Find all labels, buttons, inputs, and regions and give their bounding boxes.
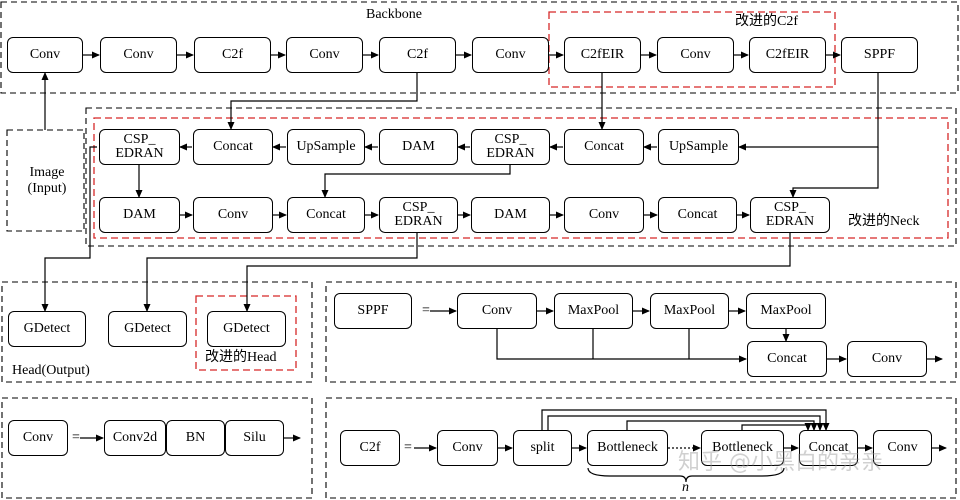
arrow xyxy=(541,409,830,431)
neck-csp-edran-3: CSP_ EDRAN xyxy=(379,197,458,233)
neck-upsample-2: UpSample xyxy=(658,129,739,165)
head-frame xyxy=(1,281,313,383)
image-input-label: Image (Input) xyxy=(27,165,67,196)
c2f-split: split xyxy=(513,430,572,466)
arrow xyxy=(547,415,824,431)
conv-conv2d: Conv2d xyxy=(104,420,166,456)
backbone-c2f-2: C2f xyxy=(379,37,456,73)
c2f-conv-2: Conv xyxy=(873,430,932,466)
arrow xyxy=(789,147,879,198)
arrow xyxy=(738,73,879,151)
head-gdetect-3: GDetect xyxy=(207,311,286,347)
neck-concat-2: Concat xyxy=(564,129,644,165)
backbone-c2f-1: C2f xyxy=(194,37,271,73)
neck-csp-edran-1: CSP_ EDRAN xyxy=(99,129,180,165)
head-gdetect-2: GDetect xyxy=(108,311,187,347)
c2f-equals: = xyxy=(404,440,412,455)
backbone-conv-3: Conv xyxy=(286,37,363,73)
conv-module-name: Conv xyxy=(8,420,68,456)
head-output-label: Head(Output) xyxy=(12,363,90,378)
neck-upsample-1: UpSample xyxy=(287,129,365,165)
backbone-conv-5: Conv xyxy=(657,37,734,73)
backbone-conv-2: Conv xyxy=(100,37,177,73)
sppf-module-frame xyxy=(325,281,957,383)
c2f-conv-1: Conv xyxy=(437,430,498,466)
sppf-concat: Concat xyxy=(747,341,827,377)
neck-conv-1: Conv xyxy=(193,197,273,233)
arrow xyxy=(227,73,418,130)
backbone-conv-4: Conv xyxy=(472,37,549,73)
arrow xyxy=(243,233,791,312)
backbone-c2feir-2: C2fEIR xyxy=(749,37,826,73)
backbone-c2feir-1: C2fEIR xyxy=(564,37,641,73)
improved-neck-label: 改进的Neck xyxy=(848,214,920,229)
sppf-maxpool-2: MaxPool xyxy=(650,293,729,329)
c2f-bottleneck-1: Bottleneck xyxy=(587,430,668,466)
backbone-frame xyxy=(0,1,959,94)
neck-concat-1: Concat xyxy=(193,129,273,165)
neck-conv-2: Conv xyxy=(564,197,644,233)
arrow xyxy=(321,165,511,198)
improved-c2f-label: 改进的C2f xyxy=(735,14,798,29)
neck-concat-3: Concat xyxy=(287,197,365,233)
neck-csp-edran-4: CSP_ EDRAN xyxy=(750,197,830,233)
neck-dam-3: DAM xyxy=(471,197,550,233)
n-brace xyxy=(587,467,785,483)
backbone-conv-1: Conv xyxy=(7,37,83,73)
sppf-module-name: SPPF xyxy=(334,293,412,329)
improved-head-label: 改进的Head xyxy=(205,350,277,365)
conv-module-frame xyxy=(1,397,313,499)
head-gdetect-1: GDetect xyxy=(8,311,86,347)
sppf-equals: = xyxy=(422,303,430,318)
sppf-maxpool-1: MaxPool xyxy=(554,293,633,329)
watermark: 知乎 @小黑白的亲亲 xyxy=(678,450,883,475)
arrow xyxy=(143,233,418,312)
arrow xyxy=(496,329,747,363)
conv-equals: = xyxy=(72,430,80,445)
n-label: n xyxy=(682,480,689,495)
improved-c2f-frame xyxy=(548,11,836,88)
arrow xyxy=(41,146,97,312)
sppf-conv-1: Conv xyxy=(457,293,537,329)
image-frame xyxy=(6,129,85,232)
backbone-label: Backbone xyxy=(366,7,422,22)
conv-bn: BN xyxy=(166,420,225,456)
c2f-concat: Concat xyxy=(799,430,858,466)
neck-concat-4: Concat xyxy=(658,197,737,233)
arrow xyxy=(741,423,812,431)
sppf-conv-2: Conv xyxy=(847,341,927,377)
neck-dam-2: DAM xyxy=(99,197,180,233)
c2f-module-name: C2f xyxy=(340,430,400,466)
c2f-bottleneck-2: Bottleneck xyxy=(701,430,784,466)
neck-dam-1: DAM xyxy=(379,129,458,165)
c2f-module-frame xyxy=(325,397,957,499)
neck-frame xyxy=(85,107,957,247)
improved-head-frame xyxy=(195,295,297,371)
sppf-maxpool-3: MaxPool xyxy=(746,293,826,329)
neck-csp-edran-2: CSP_ EDRAN xyxy=(471,129,550,165)
arrow xyxy=(626,420,818,431)
backbone-sppf: SPPF xyxy=(841,37,918,73)
improved-neck-frame xyxy=(93,117,949,239)
conv-silu: Silu xyxy=(225,420,284,456)
